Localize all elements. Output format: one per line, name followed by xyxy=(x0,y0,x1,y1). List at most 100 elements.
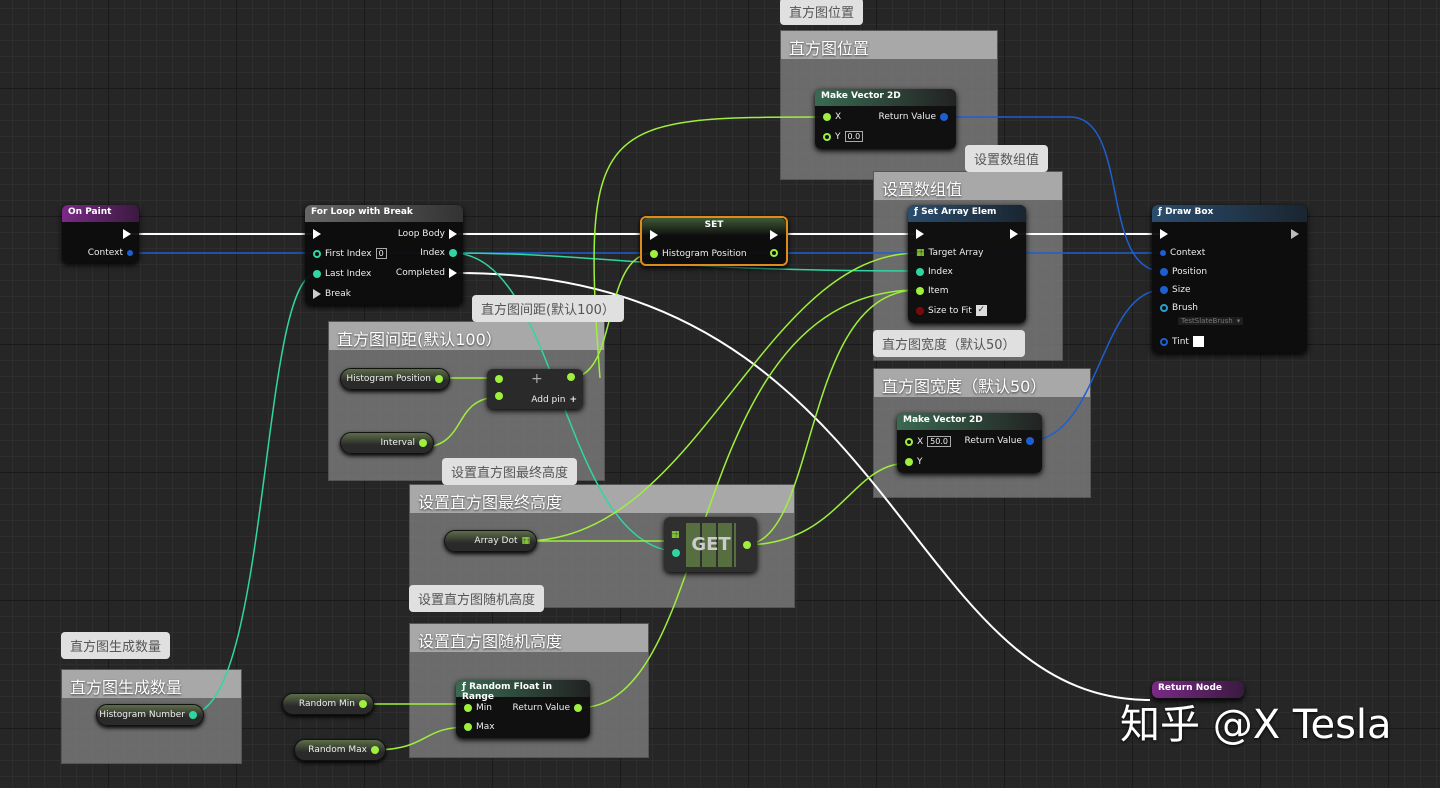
return-pin[interactable]: Return Value xyxy=(513,703,582,713)
var-label: Random Max xyxy=(308,745,367,755)
index-pin[interactable]: Index xyxy=(420,248,457,258)
pin-label: Loop Body xyxy=(397,229,445,239)
pin-label: X xyxy=(917,436,924,447)
y-pin[interactable]: Y xyxy=(905,457,923,467)
exec-out-pin[interactable] xyxy=(1010,229,1018,239)
b-pin[interactable] xyxy=(495,392,503,400)
exec-out-pin[interactable] xyxy=(123,229,131,239)
target-array-pin[interactable]: ▦Target Array xyxy=(916,248,983,258)
array-pin[interactable]: ▦ xyxy=(671,530,680,540)
pin-label: Item xyxy=(928,286,949,296)
pin-label: Size xyxy=(1172,285,1191,295)
exec-in-pin[interactable] xyxy=(313,229,321,239)
exec-out-pin[interactable] xyxy=(770,230,778,240)
set-node[interactable]: SET Histogram Position xyxy=(640,216,788,266)
interval-var[interactable]: Interval xyxy=(340,432,434,454)
pin-label: Index xyxy=(420,248,445,258)
draw-box-node[interactable]: ƒ Draw Box Context Position Size Brush T… xyxy=(1152,205,1307,353)
node-title: SET xyxy=(642,218,786,235)
comment-title: 直方图宽度（默认50） xyxy=(874,369,1090,397)
output-pin[interactable] xyxy=(743,541,751,549)
index-pin[interactable]: Index xyxy=(916,267,953,277)
max-pin[interactable]: Max xyxy=(464,722,495,732)
pin-label: Return Value xyxy=(512,703,570,713)
get-node[interactable]: ▦ GET xyxy=(664,517,757,572)
histogram-position-pin[interactable]: Histogram Position xyxy=(650,249,747,259)
pin-label: Brush xyxy=(1172,303,1198,313)
exec-wire xyxy=(457,272,1151,701)
min-pin[interactable]: Min xyxy=(464,703,492,713)
comment-bubble: 直方图宽度（默认50） xyxy=(873,330,1025,357)
x-pin[interactable]: X xyxy=(823,112,841,122)
watermark: 知乎 @X Tesla xyxy=(1120,702,1392,748)
x-input[interactable]: 50.0 xyxy=(927,436,951,447)
add-node[interactable]: + Add pin+ xyxy=(487,369,583,409)
var-label: Random Min xyxy=(298,699,355,709)
var-label: Histogram Number xyxy=(99,710,185,720)
pin-label: Tint xyxy=(1172,336,1189,347)
return-pin[interactable]: Return Value xyxy=(965,436,1034,446)
last-index-wire xyxy=(189,273,317,715)
comment-bubble: 直方图间距(默认100） xyxy=(472,295,624,322)
item-pin[interactable]: Item xyxy=(916,286,949,296)
context-pin[interactable]: Context xyxy=(88,248,133,258)
add-pin-button[interactable]: Add pin+ xyxy=(531,395,577,405)
pin-label: Return Value xyxy=(964,436,1022,446)
return-node[interactable]: Return Node xyxy=(1152,681,1244,699)
return-pin[interactable]: Return Value xyxy=(879,112,948,122)
random-min-var[interactable]: Random Min xyxy=(282,693,374,715)
pin-label: Index xyxy=(928,267,953,277)
chevron-down-icon: ▾ xyxy=(1236,317,1241,325)
break-pin[interactable]: Break xyxy=(313,289,351,299)
comment-title: 设置直方图随机高度 xyxy=(410,624,648,652)
comment-title: 设置直方图最终高度 xyxy=(410,485,794,513)
comment-bubble: 设置数组值 xyxy=(965,145,1049,172)
pin-label: Break xyxy=(325,289,351,299)
brush-dropdown[interactable]: TestSlateBrush▾ xyxy=(1178,317,1244,325)
position-pin[interactable]: Position xyxy=(1160,267,1207,277)
pin-label: Last Index xyxy=(325,269,372,279)
exec-in-pin[interactable] xyxy=(1160,229,1168,239)
y-input[interactable]: 0.0 xyxy=(844,131,864,142)
exec-in-pin[interactable] xyxy=(916,229,924,239)
tint-color-swatch[interactable] xyxy=(1192,336,1204,347)
histogram-number-var[interactable]: Histogram Number xyxy=(96,704,204,726)
array-dot-var[interactable]: Array Dot▦ xyxy=(444,530,537,552)
first-index-input[interactable]: 0 xyxy=(375,248,387,259)
random-float-node[interactable]: ƒ Random Float in Range Min Max Return V… xyxy=(456,680,590,738)
random-max-var[interactable]: Random Max xyxy=(294,739,386,761)
brush-pin[interactable]: Brush xyxy=(1160,303,1198,313)
tint-pin[interactable]: Tint xyxy=(1160,336,1204,347)
node-title: Make Vector 2D xyxy=(897,413,1042,430)
size-to-fit-checkbox[interactable]: ✓ xyxy=(975,305,987,316)
node-title: Return Node xyxy=(1152,681,1244,698)
node-title: Make Vector 2D xyxy=(815,89,956,106)
index-pin[interactable] xyxy=(672,549,680,557)
last-index-pin[interactable]: Last Index xyxy=(313,269,371,279)
context-pin[interactable]: Context xyxy=(1160,248,1205,258)
size-to-fit-pin[interactable]: Size to Fit✓ xyxy=(916,305,987,316)
output-pin[interactable] xyxy=(770,249,778,257)
completed-pin[interactable]: Completed xyxy=(396,268,457,278)
histogram-position-var[interactable]: Histogram Position xyxy=(340,368,450,390)
a-pin[interactable] xyxy=(495,375,503,383)
comment-set-array[interactable]: 设置数组值 xyxy=(873,171,1063,361)
node-title: Random Float in Range xyxy=(462,682,553,702)
exec-in-pin[interactable] xyxy=(650,230,658,240)
on-paint-node[interactable]: On Paint Context xyxy=(62,205,139,263)
exec-out-pin[interactable] xyxy=(1291,229,1299,239)
loop-body-pin[interactable]: Loop Body xyxy=(398,229,457,239)
float-wire xyxy=(577,289,919,709)
comment-title: 直方图位置 xyxy=(781,31,997,59)
size-pin[interactable]: Size xyxy=(1160,285,1190,295)
result-pin[interactable] xyxy=(567,373,575,381)
pin-label: X xyxy=(835,112,842,122)
set-array-elem-node[interactable]: ƒ Set Array Elem ▦Target Array Index Ite… xyxy=(908,205,1026,323)
node-title: Draw Box xyxy=(1165,207,1214,217)
